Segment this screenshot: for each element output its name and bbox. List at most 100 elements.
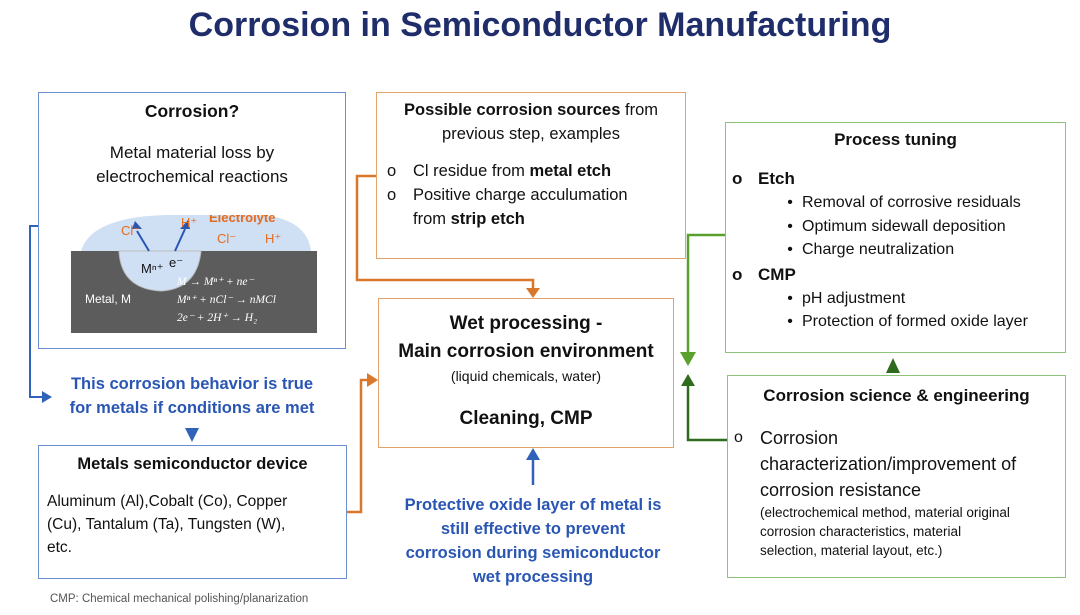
cl-minus-label-1: Cl⁻ xyxy=(121,223,140,238)
corrosion-sources-box: Possible corrosion sources from previous… xyxy=(376,92,686,259)
equation-3: 2e⁻ + 2H⁺ → H₂ xyxy=(177,312,257,324)
blue-connector-line xyxy=(29,225,42,398)
corrosion-heading: Corrosion? xyxy=(144,101,240,121)
blue-arrow-to-metals xyxy=(185,428,199,442)
corrosion-science-heading: Corrosion science & engineering xyxy=(763,386,1030,405)
sources-heading-rest: from xyxy=(620,101,658,119)
wet-processing-box: Wet processing - Main corrosion environm… xyxy=(378,298,674,448)
green-arrow-to-wet xyxy=(680,352,696,366)
cmp-item: •pH adjustment xyxy=(778,287,1065,311)
sources-heading-bold: Possible corrosion sources xyxy=(403,101,621,119)
h-plus-label-1: H⁺ xyxy=(181,215,197,230)
cmp-label: CMP xyxy=(758,264,796,284)
sources-heading-line2: previous step, examples xyxy=(442,125,620,143)
source-item2-text: from xyxy=(413,210,451,228)
protective-note-line2: still effective to prevent xyxy=(440,520,626,538)
h-arrow xyxy=(174,228,186,252)
science-line3: corrosion resistance xyxy=(760,480,922,500)
bullet-icon: o xyxy=(732,169,743,188)
science-detail2: corrosion characteristics, material xyxy=(760,524,962,539)
behavior-note-line1: This corrosion behavior is true xyxy=(70,375,314,393)
cmp-items: •pH adjustment •Protection of formed oxi… xyxy=(778,287,1065,334)
protective-note-line4: wet processing xyxy=(472,568,594,586)
process-tuning-heading: Process tuning xyxy=(834,130,957,149)
cl-minus-label-2: Cl⁻ xyxy=(217,231,236,246)
wet-processing-media: (liquid chemicals, water) xyxy=(450,368,602,384)
green-connector-tuning xyxy=(686,233,725,352)
process-tuning-box: Process tuning o Etch •Removal of corros… xyxy=(725,122,1066,353)
electrolyte-droplet xyxy=(81,215,311,251)
bullet-icon: • xyxy=(787,289,793,307)
science-line1: Corrosion xyxy=(760,428,839,448)
behavior-note-line2: for metals if conditions are met xyxy=(69,399,315,417)
corrosion-science-box: Corrosion science & engineering o Corros… xyxy=(727,375,1066,578)
h-arrow-head xyxy=(180,220,190,229)
cl-arrow-head xyxy=(132,221,142,229)
metals-list-line1: Aluminum (Al),Cobalt (Co), Copper xyxy=(47,493,288,510)
bullet-icon: • xyxy=(787,194,793,211)
sources-heading: Possible corrosion sources from previous… xyxy=(377,98,685,146)
cmp-item: •Protection of formed oxide layer xyxy=(778,310,1065,334)
metals-list: Aluminum (Al),Cobalt (Co), Copper (Cu), … xyxy=(47,490,346,559)
orange-connector-sources xyxy=(355,174,535,290)
equation-1: M → Mⁿ⁺ + ne⁻ xyxy=(176,276,254,288)
source-item-metal-etch: o Cl residue from metal etch xyxy=(387,159,685,183)
sources-list: o Cl residue from metal etch o Positive … xyxy=(387,159,685,231)
bullet-icon: • xyxy=(787,217,793,235)
orange-arrow-to-wet-top xyxy=(526,288,540,298)
dark-green-arrow-to-wet xyxy=(681,374,695,386)
orange-arrow-to-wet-left xyxy=(367,373,378,387)
corrosion-definition-box: Corrosion? Metal material loss by electr… xyxy=(38,92,346,349)
page-title: Corrosion in Semiconductor Manufacturing xyxy=(188,6,892,44)
orange-connector-metals xyxy=(347,378,368,514)
etch-item: •Optimum sidewall deposition xyxy=(778,215,1065,239)
bullet-icon: o xyxy=(387,186,397,204)
science-detail3: selection, material layout, etc.) xyxy=(760,543,943,558)
etch-label: Etch xyxy=(758,169,795,188)
corrosion-behavior-note: This corrosion behavior is true for meta… xyxy=(38,372,346,420)
science-detail1: (electrochemical method, material origin… xyxy=(760,505,1010,520)
source-item1-bold: metal etch xyxy=(529,162,612,180)
wet-processing-subtitle: Main corrosion environment xyxy=(398,341,654,362)
h-plus-label-2: H⁺ xyxy=(265,231,281,246)
corrosion-illustration: Cl⁻ H⁺ Electrolyte Cl⁻ H⁺ Mⁿ⁺ e⁻ Metal, … xyxy=(71,215,317,333)
bullet-icon: • xyxy=(787,241,793,258)
dark-green-arrow-to-tuning xyxy=(886,358,900,373)
science-line2: characterization/improvement of xyxy=(760,454,1017,474)
wet-processing-steps: Cleaning, CMP xyxy=(459,408,593,429)
metals-heading: Metals semiconductor device xyxy=(77,455,308,473)
protective-note-line3: corrosion during semiconductor xyxy=(405,544,661,562)
cmp-section-label: o CMP xyxy=(732,263,1065,287)
cl-arrow xyxy=(136,230,150,252)
equation-2: Mⁿ⁺ + nCl⁻ → nMCl xyxy=(176,294,276,306)
metal-label: Metal, M xyxy=(85,292,131,306)
etch-item: •Removal of corrosive residuals xyxy=(778,191,1065,215)
footnote: CMP: Chemical mechanical polishing/plana… xyxy=(50,593,309,605)
blue-arrow-protective-head xyxy=(526,448,540,460)
dark-green-connector-science xyxy=(686,386,727,442)
bullet-icon: o xyxy=(734,429,743,446)
source-item1-text: Cl residue from xyxy=(413,162,530,180)
metal-ion-label: Mⁿ⁺ xyxy=(141,261,163,276)
protective-oxide-note: Protective oxide layer of metal is still… xyxy=(368,493,698,589)
source-item-strip-etch: o Positive charge acculumation from stri… xyxy=(387,183,685,231)
etch-section-label: o Etch xyxy=(732,167,1065,191)
bullet-icon: • xyxy=(787,313,793,330)
corrosion-description-line1: Metal material loss by xyxy=(109,143,275,162)
source-item2-bold: strip etch xyxy=(450,210,525,228)
electron-label: e⁻ xyxy=(169,255,183,270)
corrosion-description-line2: electrochemical reactions xyxy=(96,167,288,186)
metals-list-line3: etc. xyxy=(47,539,72,556)
blue-arrow-to-note xyxy=(42,391,52,403)
metals-device-box: Metals semiconductor device Aluminum (Al… xyxy=(38,445,347,579)
corrosion-pit xyxy=(118,250,202,292)
protective-note-line1: Protective oxide layer of metal is xyxy=(404,496,662,514)
electrolyte-label: Electrolyte xyxy=(209,215,275,225)
bullet-icon: o xyxy=(732,264,743,284)
etch-item: •Charge neutralization xyxy=(778,238,1065,262)
bullet-icon: o xyxy=(387,162,397,180)
corrosion-science-item: o Corrosion characterization/improvement… xyxy=(734,425,1065,560)
source-item2-line1: Positive charge acculumation xyxy=(413,186,628,204)
wet-processing-title: Wet processing - xyxy=(449,313,603,334)
